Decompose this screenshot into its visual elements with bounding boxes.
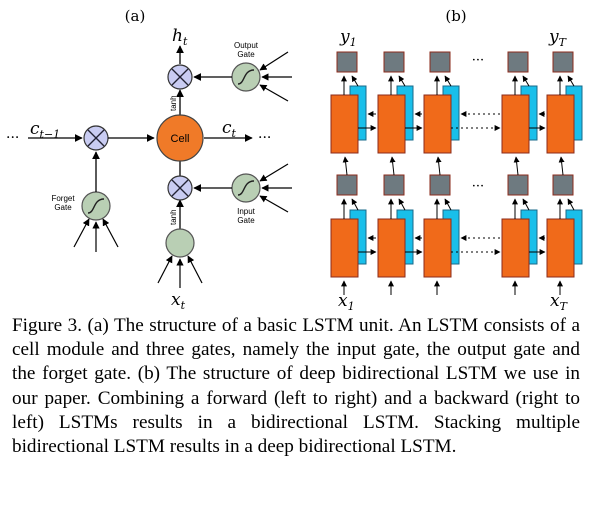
output-gate-in-1 [259,51,289,71]
forward-block [546,94,575,154]
output-block [336,51,358,73]
forward-block [423,218,452,278]
forward-block [546,218,575,278]
cell-node: Cell [156,114,204,162]
forward-block [330,94,359,154]
input-gate-in-3 [259,195,289,213]
output-block [507,51,529,73]
column-2 [377,51,414,278]
horizontal-connections-lower [358,235,546,255]
ellipsis-left: ··· [6,130,19,146]
c-t-label: ct [222,118,237,140]
forget-gate-in-3 [102,218,119,248]
column-1 [330,51,367,278]
output-gate-in-3 [259,84,289,102]
y-last-label: yT [548,27,568,49]
forward-block [501,94,530,154]
forward-block [330,218,359,278]
ellipsis-right: ··· [258,130,271,146]
x-t-label: xt [171,290,186,312]
top-output-ellipsis: ··· [472,53,484,68]
x-last-label: xT [550,291,569,313]
input-node-in-3 [187,255,203,284]
forget-gate-node [81,191,111,221]
cell-label: Cell [171,133,190,145]
forward-block [501,218,530,278]
forward-block [377,218,406,278]
forward-block [423,94,452,154]
input-gate-in-1 [259,163,289,182]
output-gate-node [231,62,261,92]
mid-output-ellipsis: ··· [472,179,484,194]
output-block [552,51,574,73]
column-3 [423,51,460,278]
output-block [429,51,451,73]
horizontal-connections-upper [358,111,546,131]
panel-a-label: (a) [125,7,146,25]
forget-multiply-node [83,125,109,151]
input-node-in-1 [157,255,173,284]
output-block [383,51,405,73]
input-gate-node [231,173,261,203]
figure-caption: Figure 3. (a) The structure of a basic L… [12,315,580,458]
h-t-label: ht [172,26,188,48]
input-multiply-node [167,175,193,201]
output-block [383,174,405,196]
column-5 [546,51,583,278]
output-block [552,174,574,196]
tanh-bottom-label: tanh [169,209,178,225]
vertical-connections [341,75,575,295]
x-first-label: x1 [338,291,355,313]
forward-block [377,94,406,154]
output-block [507,174,529,196]
panel-b: (b) y1 yT ··· ··· [330,7,583,313]
panel-b-label: (b) [445,7,466,25]
y-first-label: y1 [339,27,357,49]
output-block [336,174,358,196]
output-block [429,174,451,196]
input-node [165,228,195,258]
output-multiply-node [167,64,193,90]
column-4 [501,51,538,278]
tanh-top-label: tanh [169,95,178,111]
forget-gate-in-1 [73,218,90,248]
